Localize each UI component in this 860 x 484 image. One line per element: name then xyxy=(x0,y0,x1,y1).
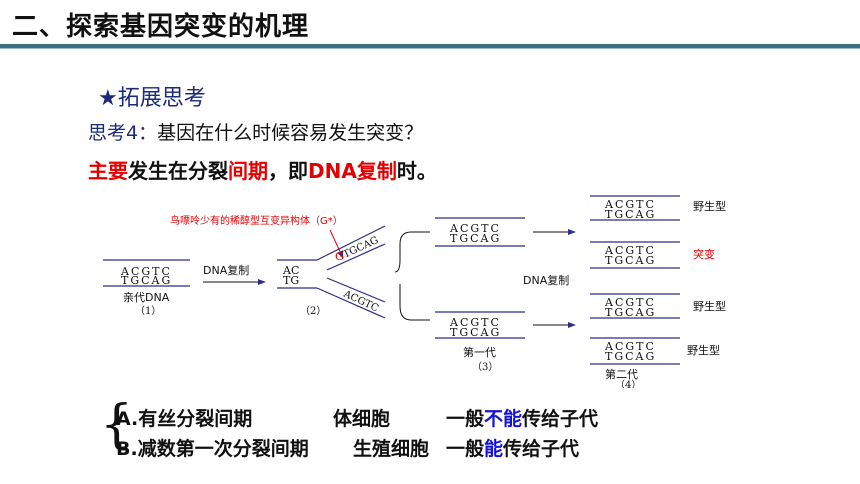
option-a-result: 一般不能传给子代 xyxy=(446,404,598,431)
option-a-cell: 体细胞 xyxy=(333,408,391,430)
answer-p6: 时。 xyxy=(396,159,437,183)
branch-connector xyxy=(394,231,430,321)
header: 二、探索基因突变的机理 xyxy=(0,0,860,49)
tautomer-note: 鸟嘌呤少有的稀醇型互变异构体（G*） xyxy=(170,214,343,227)
step-label: DNA复制 xyxy=(203,263,249,277)
question-label: 思考4： xyxy=(88,122,158,144)
parent-bot-seq: TGCAG xyxy=(121,274,172,287)
label-3: （3） xyxy=(472,361,498,373)
option-b-r1: 一般 xyxy=(446,438,485,460)
note-pointer xyxy=(329,229,344,259)
options-brace: { xyxy=(100,395,134,455)
g2-b-bot: TGCAG xyxy=(605,254,656,267)
option-a-r3: 传给子代 xyxy=(522,408,599,430)
answer-p3: 间期 xyxy=(228,159,268,183)
answer: 主要发生在分裂间期，即DNA复制时。 xyxy=(88,155,437,184)
fork-upper-g: G xyxy=(335,250,344,263)
answer-p5: DNA复制 xyxy=(308,159,397,183)
replication-fork: AC TG G TGCAG ACGTC （2） xyxy=(277,225,386,319)
page-title: 二、探索基因突变的机理 xyxy=(12,12,310,42)
label-1: （1） xyxy=(135,305,161,317)
option-b-r2: 能 xyxy=(484,438,504,460)
header-rule-light xyxy=(0,48,860,49)
answer-p1: 主要 xyxy=(88,159,128,183)
wild-type-2: 野生型 xyxy=(693,299,726,313)
answer-p4: ，即 xyxy=(268,159,308,183)
g2-a-bot: TGCAG xyxy=(605,208,656,221)
option-a-label: A.有丝分裂间期 xyxy=(116,408,253,430)
label-4: （4） xyxy=(615,379,641,388)
wild-type-3: 野生型 xyxy=(687,343,720,357)
parent-dna: ACGTC TGCAG 亲代DNA （1） xyxy=(103,259,190,317)
option-b-cell: 生殖细胞 xyxy=(353,438,430,460)
parent-label: 亲代DNA xyxy=(123,290,170,304)
parent-top-seq: ACGTC xyxy=(120,265,172,278)
question: 思考4：基因在什么时候容易发生突变？ xyxy=(88,118,423,145)
gen1-label: 第一代 xyxy=(463,345,496,359)
gen2-label: 第二代 xyxy=(605,367,638,381)
step-label-2: DNA复制 xyxy=(523,273,569,287)
first-generation: ACGTC TGCAG ACGTC TGCAG 第一代 （3） xyxy=(435,217,525,373)
wild-type-1: 野生型 xyxy=(693,199,726,213)
answer-p2: 发生在分裂 xyxy=(128,159,228,183)
header-rule xyxy=(0,44,860,48)
mutant-label: 突变 xyxy=(693,247,715,261)
g1-upper-bot: TGCAG xyxy=(450,232,501,245)
option-b-label: B.减数第一次分裂间期 xyxy=(116,438,309,460)
second-generation: ACGTC TGCAG 野生型 ACGTC TGCAG 突变 ACGTC TGC… xyxy=(590,195,726,388)
subheading: ★拓展思考 xyxy=(98,86,206,111)
g2-d-top: ACGTC xyxy=(604,340,656,353)
fork-upper-seq: TGCAG xyxy=(342,235,381,261)
g2-c-top: ACGTC xyxy=(604,296,656,309)
g2-a-top: ACGTC xyxy=(604,198,656,211)
g2-c-bot: TGCAG xyxy=(605,306,656,319)
g1-lower-bot: TGCAG xyxy=(450,326,501,339)
g1-upper-top: ACGTC xyxy=(449,222,501,235)
option-a-r1: 一般 xyxy=(446,408,485,430)
option-a: A.有丝分裂间期 xyxy=(116,404,252,431)
dna-replication-diagram: 鸟嘌呤少有的稀醇型互变异构体（G*） ACGTC TGCAG 亲代DNA （1）… xyxy=(103,195,726,388)
fork-top-seq: AC xyxy=(282,264,299,277)
label-2: （2） xyxy=(300,305,326,317)
option-a-r2: 不能 xyxy=(484,408,523,430)
question-text: 基因在什么时候容易发生突变？ xyxy=(157,122,424,144)
option-b-r3: 传给子代 xyxy=(503,438,580,460)
g2-d-bot: TGCAG xyxy=(605,350,656,363)
option-b-result: 一般能传给子代 xyxy=(446,434,579,461)
g2-b-top: ACGTC xyxy=(604,244,656,257)
option-b: B.减数第一次分裂间期 xyxy=(116,434,309,461)
g1-lower-top: ACGTC xyxy=(449,316,501,329)
fork-bot-seq: TG xyxy=(283,274,299,287)
